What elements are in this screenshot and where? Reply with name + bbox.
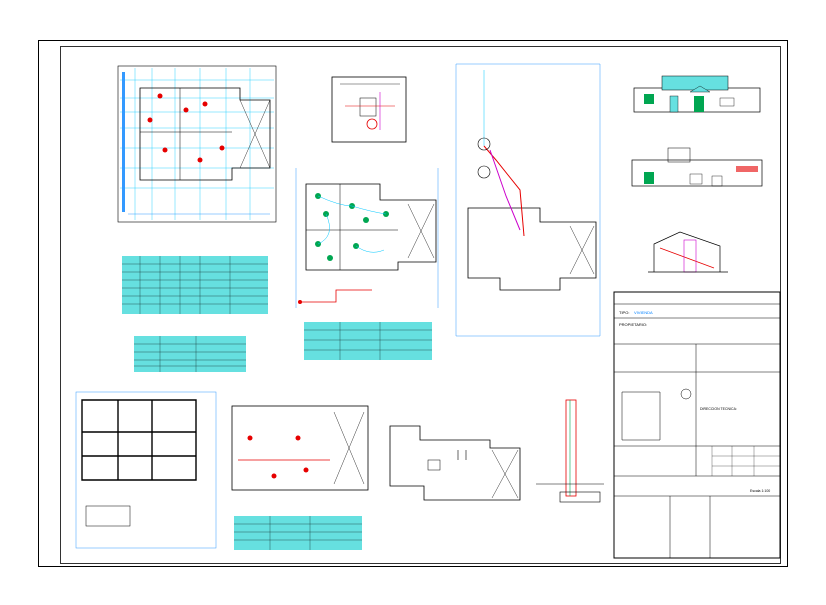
plan-bottom-middle — [231, 405, 369, 491]
table-left-2 — [134, 336, 246, 372]
outer-frame — [38, 40, 788, 567]
elevation-section-a — [631, 147, 763, 187]
titlebox-direccion: DIRECCION TECNICA: — [700, 407, 737, 411]
titlebox-propietario-label: PROPIETARIO: — [619, 322, 647, 327]
plan-middle — [295, 168, 439, 308]
elevation-section-b — [648, 231, 728, 273]
plan-top-left — [117, 65, 277, 223]
titlebox-scale: Escala 1:100 — [750, 489, 770, 493]
table-bottom — [234, 516, 362, 550]
detail-section — [536, 399, 604, 503]
titlebox-tipo-label: TIPO: — [619, 310, 629, 315]
title-block: TIPO: VIVIENDA PROPIETARIO: DIRECCION TE… — [613, 291, 781, 559]
plan-roof — [389, 425, 521, 501]
table-left-1 — [122, 256, 268, 314]
plan-right-tall — [455, 63, 601, 337]
table-middle — [304, 322, 432, 360]
elevation-front — [633, 75, 761, 113]
detail-box-top — [331, 76, 407, 143]
titlebox-tipo-value: VIVIENDA — [634, 310, 653, 315]
plan-foundation — [75, 391, 217, 549]
